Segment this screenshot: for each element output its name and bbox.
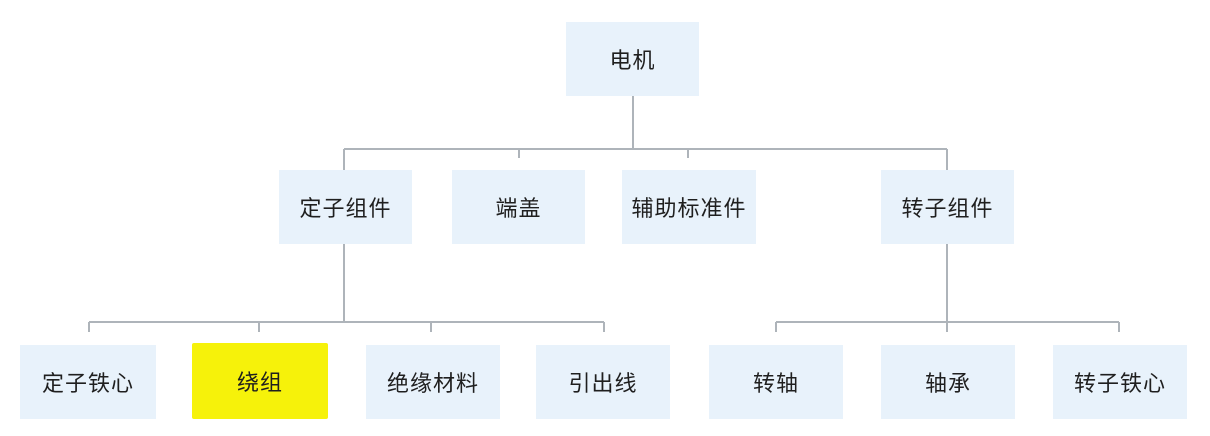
node-insulation-material: 绝缘材料: [366, 345, 500, 419]
node-rotor-core: 转子铁心: [1053, 345, 1187, 419]
node-rotor-shaft: 转轴: [709, 345, 843, 419]
node-auxiliary-standard-parts: 辅助标准件: [622, 170, 756, 244]
node-bearing: 轴承: [881, 345, 1015, 419]
node-rotor-assembly: 转子组件: [881, 170, 1014, 244]
node-stator-assembly: 定子组件: [279, 170, 412, 244]
node-winding: 绕组: [192, 343, 328, 419]
node-lead-wire: 引出线: [536, 345, 670, 419]
node-end-cover: 端盖: [452, 170, 585, 244]
node-motor: 电机: [566, 22, 699, 96]
node-stator-core: 定子铁心: [20, 345, 156, 419]
